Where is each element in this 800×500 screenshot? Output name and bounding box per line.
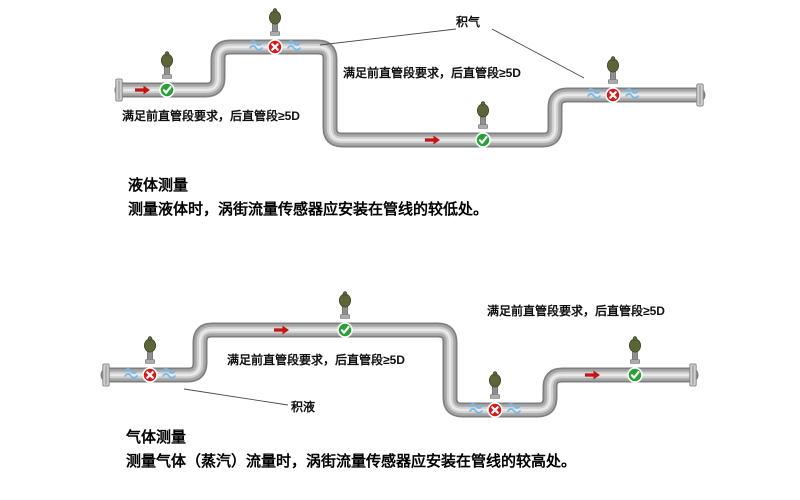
vortex-sensor [160, 51, 174, 79]
gas-pocket-label: 积气 [456, 15, 481, 29]
straight-run-note: 满足前直管段要求，后直管段≥5D [227, 353, 405, 367]
straight-run-note: 满足前直管段要求，后直管段≥5D [487, 304, 665, 318]
pipe-flange [689, 363, 697, 387]
check-badge-icon [474, 131, 492, 149]
vortex-sensor [607, 56, 619, 84]
straight-run-note: 满足前直管段要求，后直管段≥5D [122, 109, 300, 123]
pipe-flange [696, 83, 704, 107]
liquid-section-description: 测量液体时，涡街流量传感器应安装在管线的较低处。 [128, 201, 489, 218]
vortex-sensor [629, 336, 641, 364]
annotation-line [183, 388, 289, 406]
pipe-flange [115, 78, 123, 102]
check-badge-icon [158, 81, 176, 99]
liquid-pocket-label: 积液 [291, 400, 316, 414]
cross-badge-icon [141, 366, 159, 384]
pipe-flange [102, 363, 110, 387]
pipeline-liquid [115, 8, 704, 149]
vortex-sensor [268, 8, 282, 36]
gas-section-heading: 气体测量 [126, 429, 187, 446]
liquid-section-heading: 液体测量 [128, 177, 189, 194]
vortex-sensor [476, 101, 490, 129]
annotation-line [491, 28, 585, 79]
cross-badge-icon [604, 86, 622, 104]
pipeline-gas [102, 291, 697, 419]
cross-badge-icon [266, 38, 284, 56]
cross-badge-icon [486, 401, 504, 419]
annotation-line [319, 28, 457, 46]
straight-run-note: 满足前直管段要求，后直管段≥5D [343, 66, 521, 80]
vortex-sensor [143, 336, 157, 364]
check-badge-icon [626, 366, 644, 384]
gas-section-description: 测量气体（蒸汽）流量时，涡街流量传感器应安装在管线的较高处。 [126, 453, 577, 470]
vortex-sensor [338, 291, 352, 319]
check-badge-icon [336, 321, 354, 339]
vortex-sensor [488, 371, 502, 399]
